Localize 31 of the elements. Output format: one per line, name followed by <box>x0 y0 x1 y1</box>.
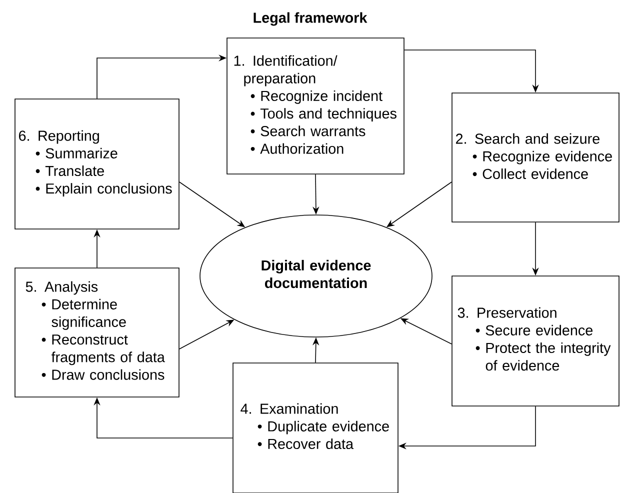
step-heading: 5. Analysis <box>26 281 98 295</box>
step-heading: 2. Search and seizure <box>456 133 600 144</box>
bullet-item: • Translate <box>36 165 104 176</box>
bullet-item: • Authorization <box>250 143 344 154</box>
step-heading: 1. Identification/ preparation <box>234 55 338 86</box>
center-ellipse <box>200 214 432 338</box>
step-heading: 3. Preservation <box>458 307 556 318</box>
title: Legal framework <box>254 12 368 26</box>
process-box <box>232 362 398 493</box>
step-heading: 6. Reporting <box>19 130 99 144</box>
bullet-item: • Summarize <box>36 148 118 158</box>
process-box <box>452 92 620 222</box>
bullet-item: • Determine significance <box>42 298 126 330</box>
bullet-item: • Recover data <box>258 438 354 450</box>
process-box <box>226 38 404 174</box>
bullet-item: • Recognize incident <box>250 90 382 104</box>
process-box <box>452 276 620 406</box>
step-heading: 4. Examination <box>240 403 338 414</box>
bullet-item: • Recognize evidence <box>472 150 612 164</box>
bullet-item: • Search warrants <box>250 126 366 136</box>
process-box <box>14 268 180 398</box>
bullet-item: • Protect the integrity of evidence <box>476 342 611 371</box>
bullet-item: • Duplicate evidence <box>258 420 389 434</box>
process-box <box>14 98 180 230</box>
bullet-item: • Collect evidence <box>472 168 588 180</box>
bullet-item: • Reconstruct fragments of data <box>42 334 165 366</box>
center-label: Digital evidence documentation <box>262 260 371 288</box>
bullet-item: • Explain conclusions <box>36 183 172 196</box>
bullet-item: • Secure evidence <box>476 324 593 336</box>
bullet-item: • Draw conclusions <box>42 369 164 380</box>
bullet-item: • Tools and techniques <box>250 108 396 122</box>
